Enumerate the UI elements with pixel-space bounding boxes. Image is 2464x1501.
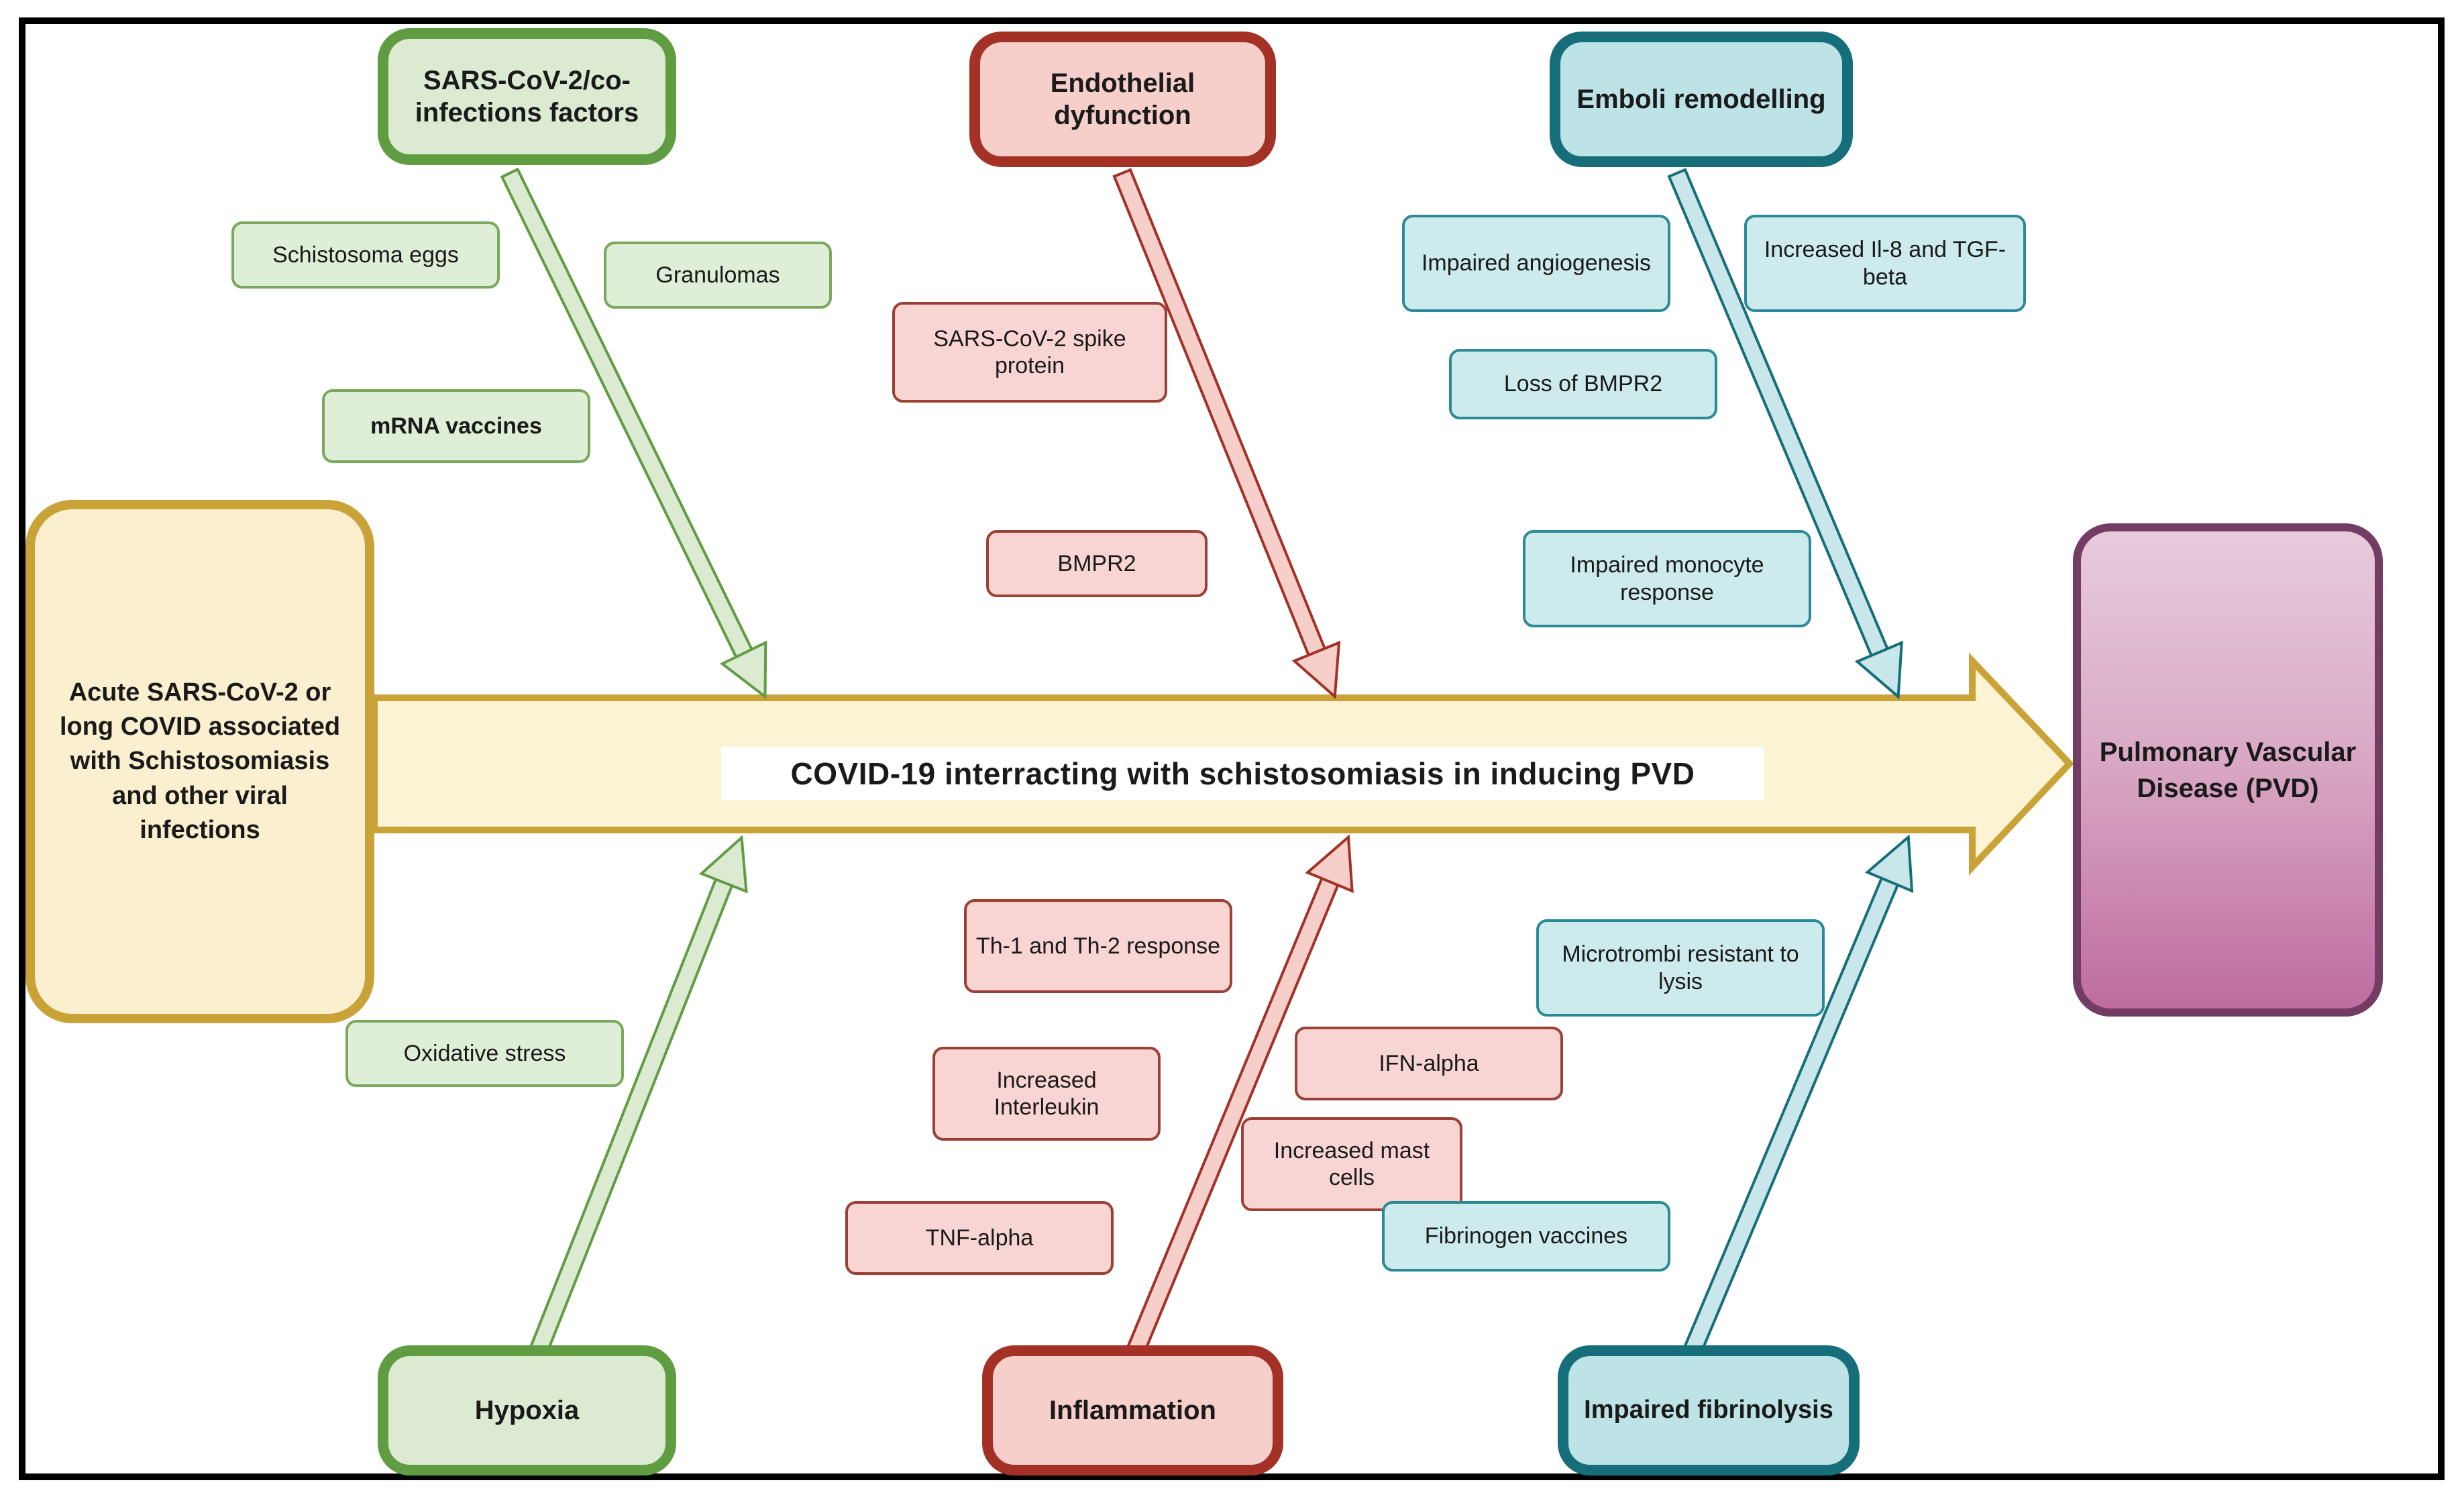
teal-arrow-top [1667,168,1903,700]
label-mrna-vaccines: mRNA vaccines [322,389,590,463]
label-impaired-monocyte-response: Impaired monocyte response [1523,530,1811,627]
header-impaired-fibrinolysis: Impaired fibrinolysis [1558,1345,1860,1476]
main-arrow-label: COVID-19 interracting with schistosomias… [721,747,1764,800]
label-increased-interleukin: Increased Interleukin [932,1047,1161,1141]
red-arrow-top [1112,168,1341,700]
green-arrow-top [500,167,767,700]
label-th1-th2-response: Th-1 and Th-2 response [964,899,1232,993]
header-endothelial-dysfunction: Endothelial dyfunction [969,32,1276,167]
label-increased-mast-cells: Increased mast cells [1241,1117,1462,1211]
label-granulomas: Granulomas [604,242,832,309]
header-inflammation: Inflammation [982,1345,1283,1476]
label-ifn-alpha: IFN-alpha [1295,1027,1563,1100]
label-fibrinogen-vaccines: Fibrinogen vaccines [1382,1201,1670,1272]
label-tnf-alpha: TNF-alpha [845,1201,1114,1275]
label-impaired-angiogenesis: Impaired angiogenesis [1402,215,1670,312]
teal-arrow-bottom [1680,834,1914,1361]
red-arrow-bottom [1124,834,1354,1361]
header-hypoxia: Hypoxia [378,1345,676,1476]
header-co-infections-factors: SARS-CoV-2/co-infections factors [378,28,676,165]
label-oxidative-stress: Oxidative stress [345,1020,624,1087]
source-box-acute-sars-cov-2: Acute SARS-CoV-2 or long COVID associate… [25,500,374,1023]
label-sars-cov-2-spike-protein: SARS-CoV-2 spike protein [892,302,1167,403]
label-schistosoma-eggs: Schistosoma eggs [231,221,500,289]
label-loss-of-bmpr2: Loss of BMPR2 [1449,349,1717,419]
green-arrow-bottom [527,835,748,1361]
header-emboli-remodelling: Emboli remodelling [1550,32,1853,167]
label-increased-il8-tgf-beta: Increased Il-8 and TGF-beta [1744,215,2026,312]
outcome-box-pvd: Pulmonary Vascular Disease (PVD) [2073,523,2383,1017]
label-bmpr2: BMPR2 [986,530,1208,597]
label-microtrombi-resistant-to-lysis: Microtrombi resistant to lysis [1536,919,1825,1017]
